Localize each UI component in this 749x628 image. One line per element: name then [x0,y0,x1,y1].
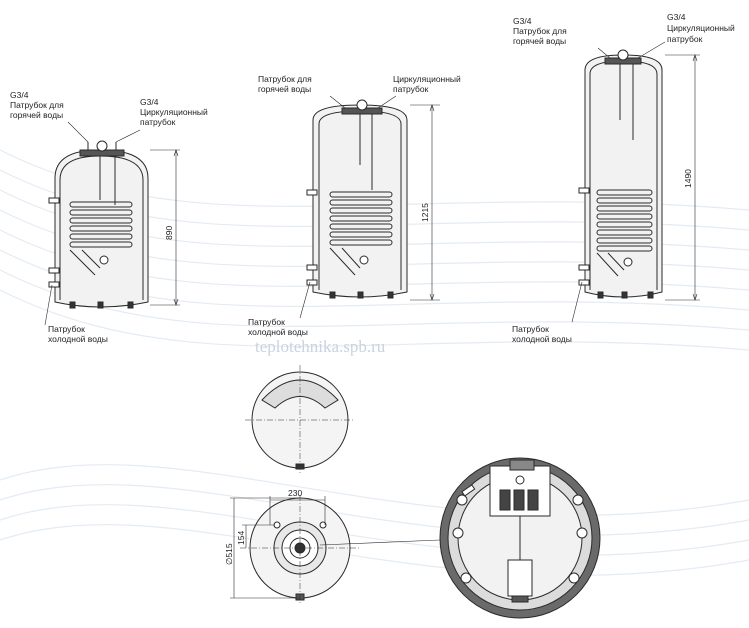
cold-label-line1: Патрубок [248,317,285,327]
height-dimension: 1490 [683,169,693,188]
tank-1215-labels: Патрубок для горячей воды Циркуляционный… [248,74,461,337]
circ-label-line1: Циркуляционный [393,74,461,84]
circ-label-line2: патрубок [393,84,429,94]
circ-thread-label: G3/4 [667,12,686,22]
offset-dimension: 154 [236,531,246,545]
hot-label-line2: горячей воды [513,36,566,46]
circ-label-line1: Циркуляционный [140,107,208,117]
tank-890-labels: G3/4 Патрубок для горячей воды G3/4 Цирк… [10,90,208,344]
cold-label-line1: Патрубок [512,324,549,334]
tank-890 [44,121,180,326]
bottom-view-dims: 230 154 ∅515 [224,488,302,565]
hot-label-line1: Патрубок для [258,74,312,84]
hot-thread-label: G3/4 [513,16,532,26]
cold-label-line2: холодной воды [248,327,308,337]
tank-body [54,149,149,308]
tank-body [584,54,663,298]
top-view [245,365,355,475]
tank-body [312,104,408,298]
bottom-view [230,495,441,605]
height-dimension: 890 [164,226,174,240]
heating-coil [329,191,393,246]
height-dimension: 1215 [420,203,430,222]
cold-label-line1: Патрубок [48,324,85,334]
hot-label-line1: Патрубок для [10,100,64,110]
hot-thread-label: G3/4 [10,90,29,100]
tank-1215 [299,95,440,319]
hot-label-line2: горячей воды [258,84,311,94]
diameter-dimension: ∅515 [224,543,234,565]
width-dimension: 230 [288,488,302,498]
heating-coil [69,201,133,248]
hot-label-line2: горячей воды [10,110,63,120]
tank-1490 [571,41,700,323]
circ-thread-label: G3/4 [140,97,159,107]
flange-detail [439,457,601,619]
circ-label-line2: патрубок [667,34,703,44]
heating-coil [596,189,653,252]
cold-label-line2: холодной воды [48,334,108,344]
circ-label-line1: Циркуляционный [667,23,735,33]
watermark-text: teplotehnika.spb.ru [255,337,386,356]
cold-label-line2: холодной воды [512,334,572,344]
hot-label-line1: Патрубок для [513,26,567,36]
tank-1490-labels: G3/4 Патрубок для горячей воды G3/4 Цирк… [512,12,735,344]
circ-label-line2: патрубок [140,117,176,127]
